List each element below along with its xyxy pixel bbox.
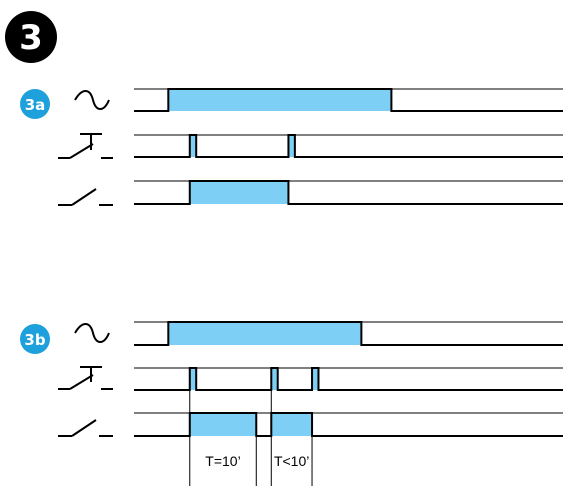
output-contact-icon [58,188,113,206]
power-supply-icon [74,90,110,110]
timing-label: T<10’ [274,453,309,469]
timing-label: T=10’ [205,453,240,469]
step-number-badge: 3 [5,11,57,63]
section-badge: 3b [20,324,50,354]
section-label: 3a [25,96,46,114]
timing-annotations: T=10’ T<10’ [189,368,313,486]
section-3b: 3b T=10’ T<10’ [20,321,563,486]
section-traces [134,321,563,437]
signal-trace [134,180,563,205]
pulse-fill [288,135,295,157]
section-badge: 3a [20,89,50,119]
pulse-fill [168,322,362,345]
pulse-fill [189,413,257,436]
pulse-fill [189,368,197,390]
step-number: 3 [19,18,43,58]
signal-trace [134,88,563,112]
push-button-icon [58,133,113,159]
push-button-icon [58,366,113,390]
section-traces [134,88,563,205]
pulse-fill [271,368,278,390]
pulse-fill [271,413,313,436]
pulse-fill [168,89,392,111]
output-contact-icon [58,419,113,437]
signal-trace [134,367,563,391]
power-supply-icon [74,323,110,343]
pulse-fill [312,368,319,390]
section-3a: 3a [20,88,563,206]
section-label: 3b [24,331,45,349]
signal-trace [134,321,563,346]
pulse-fill [189,181,289,204]
signal-trace [134,134,563,158]
pulse-fill [189,135,197,157]
